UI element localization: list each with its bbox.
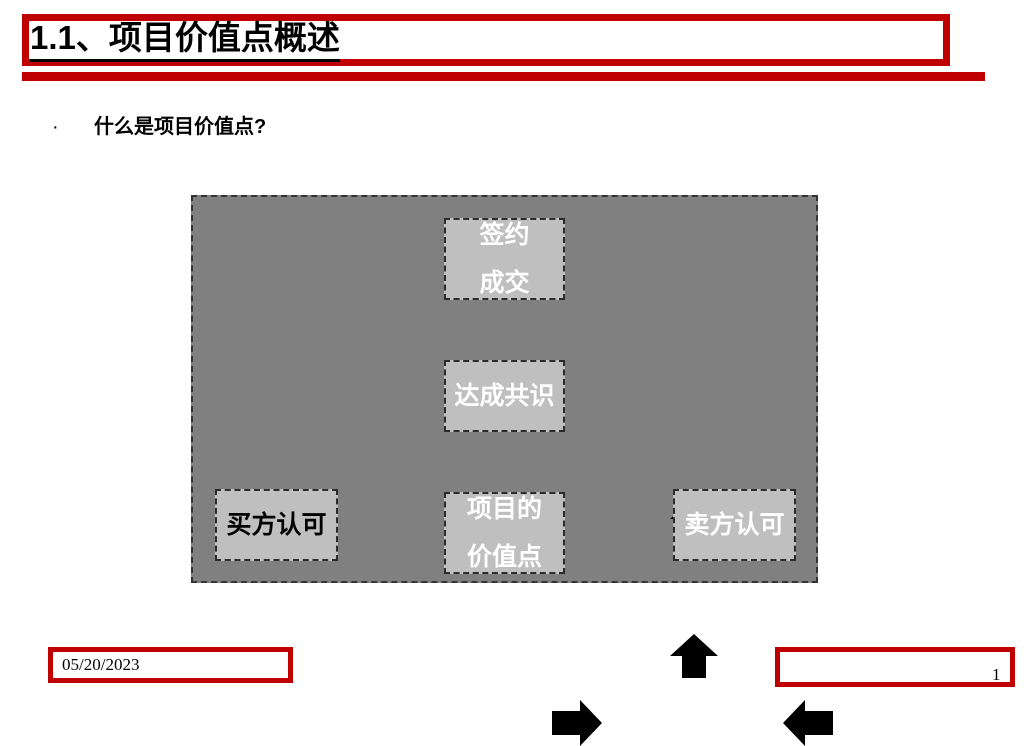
diagram-node-buyer-label: 买方认可 (226, 511, 327, 539)
date-text: 05/20/2023 (62, 655, 140, 674)
arrow-up-stem (682, 654, 706, 678)
arrow-up-head (670, 634, 718, 656)
title-accent-stripe (22, 72, 985, 81)
arrow-left-head (783, 700, 805, 746)
date-placeholder-box[interactable]: 05/20/2023 (48, 647, 293, 683)
arrow-left-icon (783, 700, 833, 746)
bullet-row: · 什么是项目价值点? (52, 113, 266, 141)
diagram-node-consensus-label: 达成共识 (454, 382, 555, 410)
arrow-right-icon (552, 700, 602, 746)
diagram-node-value-point[interactable]: 项目的 价值点 (444, 492, 565, 574)
diagram-container: 签约 成交 达成共识 买方认可 项目的 价值点 卖方认可 (191, 195, 833, 746)
bullet-marker-icon: · (52, 116, 59, 138)
slide-title-bar (22, 14, 950, 66)
bullet-text: 什么是项目价值点? (94, 116, 267, 138)
diagram-node-value-point-line1: 项目的 (466, 495, 542, 523)
arrow-right-head (580, 700, 602, 746)
arrow-up-icon (670, 634, 718, 679)
page-number: 1 (992, 665, 1001, 684)
diagram-node-value-point-line2: 价值点 (466, 543, 542, 571)
diagram-node-consensus[interactable]: 达成共识 (444, 360, 565, 432)
page-title: 1.1、项目价值点概述 (30, 18, 340, 62)
diagram-node-signing[interactable]: 签约 成交 (444, 218, 565, 300)
arrow-right-stem (552, 711, 580, 735)
arrow-left-stem (805, 711, 833, 735)
diagram-node-buyer[interactable]: 买方认可 (215, 489, 338, 561)
diagram-node-signing-line1: 签约 (479, 221, 530, 249)
footer-placeholder-box[interactable] (775, 647, 1015, 687)
diagram-node-seller[interactable]: 卖方认可 (673, 489, 796, 561)
diagram-node-seller-label: 卖方认可 (684, 511, 785, 539)
diagram-node-signing-line2: 成交 (479, 269, 530, 297)
